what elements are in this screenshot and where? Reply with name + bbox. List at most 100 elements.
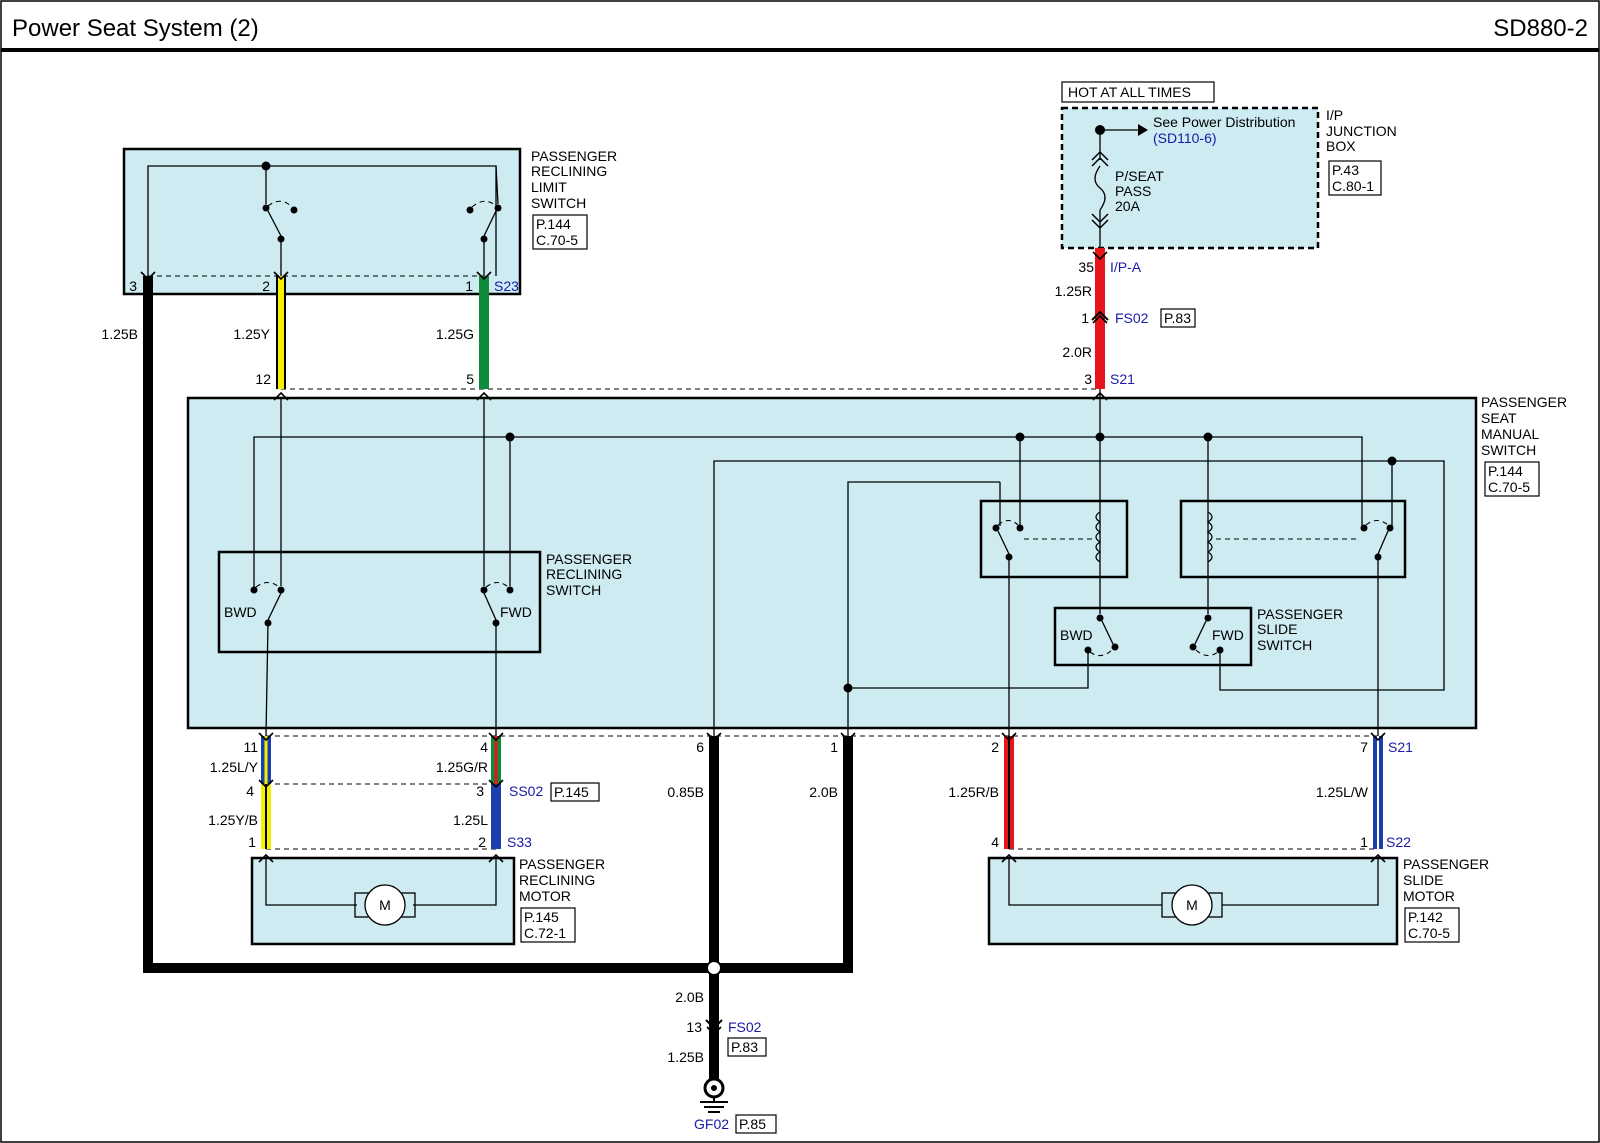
slide-switch-name-3: SWITCH: [1257, 637, 1312, 653]
connector-id: S21: [1388, 739, 1413, 755]
gf02-ref: P.85: [739, 1116, 766, 1132]
slide-switch-name-2: SLIDE: [1257, 621, 1297, 637]
recline-motor-internals: [265, 858, 497, 926]
manual-switch-box: [186, 396, 1478, 730]
connector-id: S22: [1386, 834, 1411, 850]
slide-motor-name-3: MOTOR: [1403, 888, 1455, 904]
junction-name-3: BOX: [1326, 138, 1356, 154]
ground-splice: [706, 960, 722, 976]
slide-switch-box: [1053, 606, 1253, 667]
manual-switch-name-2: SEAT: [1481, 410, 1517, 426]
slide-motor-symbol: M: [1186, 897, 1198, 913]
fs02-ref-box: [1160, 308, 1196, 328]
wire-label: 1.25L/W: [1316, 784, 1369, 800]
recline-motor-symbol: M: [379, 897, 391, 913]
fuse-label-2: PASS: [1115, 183, 1151, 199]
pin-number: 4: [991, 834, 999, 850]
fs02b-ref: P.83: [731, 1039, 758, 1055]
ground-icon: [700, 1077, 728, 1113]
slide-motor-ref-2: C.70-5: [1408, 925, 1450, 941]
recline-motor-ref-box: [520, 907, 576, 943]
wire-label: 1.25B: [101, 326, 138, 342]
pin-number: 2: [262, 278, 270, 294]
recline-motor-name-1: PASSENGER: [519, 856, 605, 872]
fs02-ref: P.83: [1164, 310, 1191, 326]
connector-id: I/P-A: [1110, 259, 1142, 275]
connector-id: SS02: [509, 783, 543, 799]
recline-motor-name-2: RECLINING: [519, 872, 595, 888]
wire-label: 0.85B: [667, 784, 704, 800]
recline-switch-box: [217, 550, 542, 654]
pin-number: 3: [476, 783, 484, 799]
connector-id: FS02: [728, 1019, 762, 1035]
slide-motor-name-1: PASSENGER: [1403, 856, 1489, 872]
limit-switch-name-2: RECLINING: [531, 163, 607, 179]
pin-number: 11: [243, 739, 258, 755]
page-code: SD880-2: [1493, 15, 1588, 42]
pin-number: 3: [1084, 371, 1092, 387]
pin-number: 1: [830, 739, 838, 755]
manual-switch-internals: [250, 389, 1445, 737]
limit-switch-box: [122, 147, 522, 296]
manual-switch-ref-1: P.144: [1488, 463, 1523, 479]
junction-name-1: I/P: [1326, 107, 1343, 123]
see-power-text: See Power Distribution: [1153, 114, 1295, 130]
recline-bwd-label: BWD: [224, 604, 257, 620]
manual-switch-name-3: MANUAL: [1481, 426, 1540, 442]
slide-motor-ref-box: [1404, 907, 1460, 943]
manual-switch-name-4: SWITCH: [1481, 442, 1536, 458]
limit-switch-name-1: PASSENGER: [531, 148, 617, 164]
ss02-ref-box: [550, 782, 600, 802]
relay-right-box: [1179, 499, 1407, 579]
wire-label: 1.25R: [1055, 283, 1092, 299]
limit-switch-internals: [147, 161, 502, 276]
slide-motor-name-2: SLIDE: [1403, 872, 1443, 888]
junction-ref-2: C.80-1: [1332, 178, 1374, 194]
recline-switch-name-3: SWITCH: [546, 582, 601, 598]
slide-switch-name-1: PASSENGER: [1257, 606, 1343, 622]
hot-label-box: [1061, 81, 1215, 103]
wire-label: 2.0R: [1062, 344, 1092, 360]
pin-number: 3: [129, 278, 137, 294]
pin-number: 4: [246, 783, 254, 799]
limit-switch-ref-box: [532, 214, 588, 250]
pin-number: 4: [480, 739, 488, 755]
slide-motor-internals: [1008, 858, 1379, 926]
fuse-label-3: 20A: [1115, 198, 1141, 214]
see-power-ref: (SD110-6): [1153, 130, 1217, 146]
connector-chevrons: [140, 251, 1386, 1036]
limit-switch-ref-1: P.144: [536, 216, 571, 232]
recline-switch-name-2: RECLINING: [546, 566, 622, 582]
pin-number: 1: [1081, 310, 1089, 326]
pin-number: 1: [248, 834, 256, 850]
slide-bwd-label: BWD: [1060, 627, 1093, 643]
page-title: Power Seat System (2): [12, 15, 259, 42]
junction-box-internals: [1091, 124, 1148, 248]
relay-left-box: [979, 499, 1129, 579]
pin-number: 12: [255, 371, 271, 387]
ss02-ref: P.145: [554, 784, 589, 800]
pin-number: 35: [1078, 259, 1094, 275]
connector-id: S21: [1110, 371, 1135, 387]
junction-name-2: JUNCTION: [1326, 123, 1397, 139]
pin-number: 1: [465, 278, 473, 294]
pin-number: 13: [686, 1019, 702, 1035]
junction-ref-1: P.43: [1332, 162, 1359, 178]
manual-switch-name-1: PASSENGER: [1481, 394, 1567, 410]
wire-label: 1.25L/Y: [210, 759, 259, 775]
fuse-label-1: P/SEAT: [1115, 168, 1164, 184]
wire-label: 1.25G/R: [436, 759, 488, 775]
limit-switch-name-4: SWITCH: [531, 195, 586, 211]
connector-id: S33: [507, 834, 532, 850]
wire-label: 1.25Y: [233, 326, 270, 342]
hot-label: HOT AT ALL TIMES: [1068, 84, 1191, 100]
wire-1-25b-ground-loop: [143, 276, 853, 973]
wire-label: 1.25Y/B: [208, 812, 258, 828]
connector-id: S23: [494, 278, 519, 294]
wire-label: 1.25L: [453, 812, 488, 828]
slide-motor-ref-1: P.142: [1408, 909, 1443, 925]
connector-id: GF02: [694, 1116, 729, 1132]
manual-switch-ref-box: [1484, 461, 1540, 497]
